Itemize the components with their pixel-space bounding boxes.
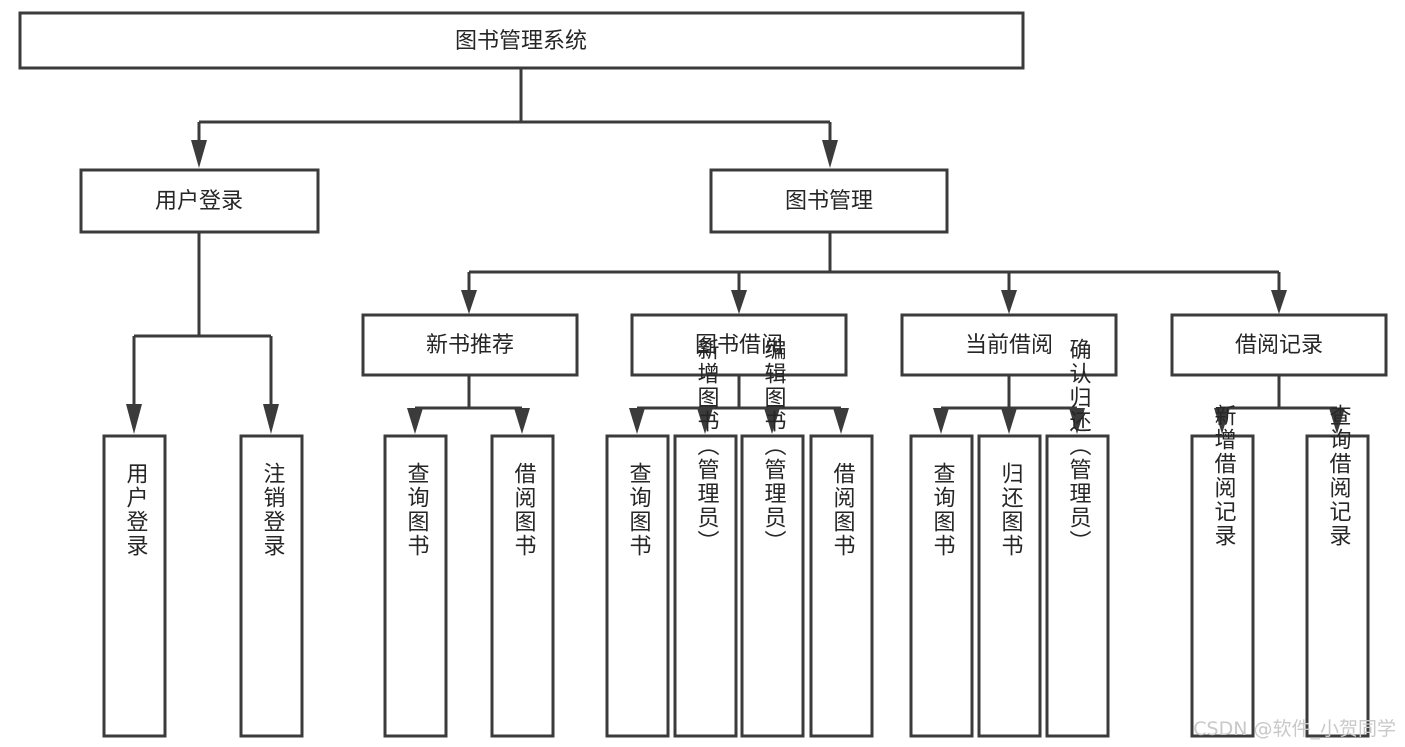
node-leaf-add-book-box[interactable] xyxy=(673,434,738,738)
node-root[interactable]: 图书管理系统 xyxy=(18,11,1025,70)
node-leaf-return-book-box[interactable] xyxy=(977,434,1042,738)
arrowhead-leaf-query-book-2 xyxy=(629,408,645,434)
node-leaf-query-record-label: 查询借阅记录 xyxy=(1326,404,1352,548)
node-book-borrow-box[interactable] xyxy=(630,313,848,377)
node-leaf-confirm-return-label: 确认归还（管理员） xyxy=(1066,338,1092,554)
node-leaf-query-book-2-label: 查询图书 xyxy=(626,462,652,558)
node-leaf-add-record-label: 新增借阅记录 xyxy=(1211,404,1237,548)
node-leaf-query-book-2-box[interactable] xyxy=(605,434,670,738)
arrowhead-user-login xyxy=(191,140,207,168)
node-leaf-edit-book-label: 编辑图书（管理员） xyxy=(761,338,787,554)
node-leaf-query-book-2[interactable]: 查询图书 xyxy=(605,434,670,738)
arrowhead-leaf-query-book-1 xyxy=(407,408,423,434)
arrowhead-book-manage xyxy=(822,140,838,168)
node-borrow-record-box[interactable] xyxy=(1170,313,1388,377)
node-leaf-borrow-book-2-label: 借阅图书 xyxy=(830,462,856,558)
node-leaf-confirm-return[interactable]: 确认归还（管理员） xyxy=(1045,338,1110,738)
node-user-login-box[interactable] xyxy=(79,168,320,234)
node-leaf-query-book-3-label: 查询图书 xyxy=(930,462,956,558)
node-leaf-query-record[interactable]: 查询借阅记录 xyxy=(1305,404,1370,738)
node-leaf-add-book[interactable]: 新增图书（管理员） xyxy=(673,338,738,738)
arrowhead-borrow-record xyxy=(1271,290,1287,314)
node-leaf-query-book-3[interactable]: 查询图书 xyxy=(909,434,974,738)
node-leaf-logout-login[interactable]: 注销登录 xyxy=(239,434,304,738)
node-root-box[interactable] xyxy=(18,11,1025,70)
node-leaf-user-login-box[interactable] xyxy=(102,434,167,738)
arrowhead-leaf-return-book xyxy=(1001,408,1017,434)
node-leaf-query-book-1-label: 查询图书 xyxy=(404,462,430,558)
node-leaf-logout-login-box[interactable] xyxy=(239,434,304,738)
node-new-book-recommend[interactable]: 新书推荐 xyxy=(361,313,579,377)
node-leaf-borrow-book-1-box[interactable] xyxy=(490,434,555,738)
node-borrow-record-label: 借阅记录 xyxy=(1235,333,1323,358)
node-user-login-label: 用户登录 xyxy=(155,189,243,214)
node-leaf-query-book-3-box[interactable] xyxy=(909,434,974,738)
node-book-borrow[interactable]: 图书借阅 xyxy=(630,313,848,377)
arrowhead-leaf-confirm-return xyxy=(1069,408,1085,434)
node-book-borrow-label: 图书借阅 xyxy=(695,333,783,358)
node-root-label: 图书管理系统 xyxy=(455,29,587,54)
arrowhead-current-borrow xyxy=(1001,290,1017,314)
arrowhead-leaf-add-record xyxy=(1214,408,1230,434)
arrowhead-leaf-query-book-3 xyxy=(933,408,949,434)
node-leaf-borrow-book-1[interactable]: 借阅图书 xyxy=(490,434,555,738)
arrowhead-leaf-logout-login xyxy=(263,404,279,434)
node-leaf-add-record[interactable]: 新增借阅记录 xyxy=(1190,404,1255,738)
node-leaf-add-book-label: 新增图书（管理员） xyxy=(694,338,720,554)
arrowhead-leaf-borrow-book-1 xyxy=(514,408,530,434)
node-leaf-add-record-box[interactable] xyxy=(1190,434,1255,738)
node-borrow-record[interactable]: 借阅记录 xyxy=(1170,313,1388,377)
node-leaf-borrow-book-1-label: 借阅图书 xyxy=(511,462,537,558)
node-leaf-borrow-book-2-box[interactable] xyxy=(809,434,874,738)
arrowhead-book-borrow xyxy=(731,290,747,314)
node-leaf-return-book[interactable]: 归还图书 xyxy=(977,434,1042,738)
csdn-watermark: CSDN @软件_小贺同学 xyxy=(1193,718,1396,740)
arrowhead-leaf-add-book xyxy=(697,408,713,434)
node-current-borrow-box[interactable] xyxy=(900,313,1118,377)
arrowhead-leaf-borrow-book-2 xyxy=(833,408,849,434)
arrowhead-leaf-edit-book xyxy=(764,408,780,434)
node-leaf-user-login[interactable]: 用户登录 xyxy=(102,434,167,738)
node-book-manage[interactable]: 图书管理 xyxy=(709,168,949,234)
node-book-manage-box[interactable] xyxy=(709,168,949,234)
node-current-borrow-label: 当前借阅 xyxy=(965,333,1053,358)
node-leaf-edit-book[interactable]: 编辑图书（管理员） xyxy=(740,338,805,738)
connector-layer xyxy=(126,68,1345,434)
node-leaf-logout-login-label: 注销登录 xyxy=(260,462,286,558)
node-book-manage-label: 图书管理 xyxy=(785,189,873,214)
node-leaf-confirm-return-box[interactable] xyxy=(1045,434,1110,738)
node-current-borrow[interactable]: 当前借阅 xyxy=(900,313,1118,377)
arrowhead-leaf-user-login xyxy=(126,404,142,434)
node-user-login[interactable]: 用户登录 xyxy=(79,168,320,234)
node-new-book-recommend-box[interactable] xyxy=(361,313,579,377)
node-leaf-user-login-label: 用户登录 xyxy=(123,462,149,558)
node-new-book-recommend-label: 新书推荐 xyxy=(426,333,514,358)
node-leaf-query-book-1-box[interactable] xyxy=(383,434,448,738)
arrowhead-leaf-query-record xyxy=(1329,408,1345,434)
node-leaf-query-book-1[interactable]: 查询图书 xyxy=(383,434,448,738)
node-leaf-edit-book-box[interactable] xyxy=(740,434,805,738)
node-leaf-return-book-label: 归还图书 xyxy=(998,462,1024,558)
arrowhead-new-book-recommend xyxy=(461,290,477,314)
node-leaf-query-record-box[interactable] xyxy=(1305,434,1370,738)
node-leaf-borrow-book-2[interactable]: 借阅图书 xyxy=(809,434,874,738)
